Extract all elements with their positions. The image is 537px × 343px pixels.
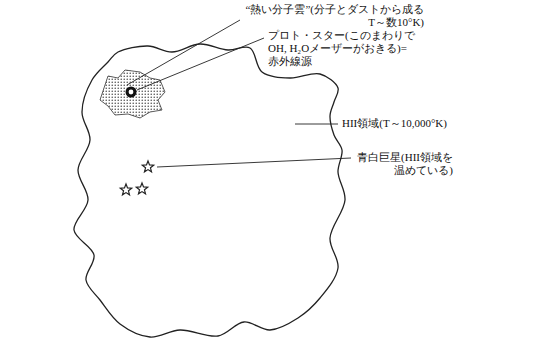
blue-giant-star [120,184,131,195]
callout-label: プロト・スター(このまわりで OH, H₂Oメーザーがおきる)= 赤外線源 [268,29,417,68]
hot-molecular-cloud [100,70,165,118]
leader-line [127,20,240,85]
hii-region-outline [74,44,345,337]
protostar-core [129,90,134,95]
protostar [126,87,137,98]
leader-line [137,38,264,90]
blue-giant-star [142,161,153,172]
blue-giant-star [136,183,147,194]
callout-label: 青白巨星(HII領域を 温めている) [355,151,453,177]
leader-line [157,158,351,167]
leader-line [295,124,338,125]
callout-label: “熱い分子雲”(分子とダストから成る T～数10°K) [243,3,424,29]
callout-label: HII領域(T～10,000°K) [342,117,449,130]
